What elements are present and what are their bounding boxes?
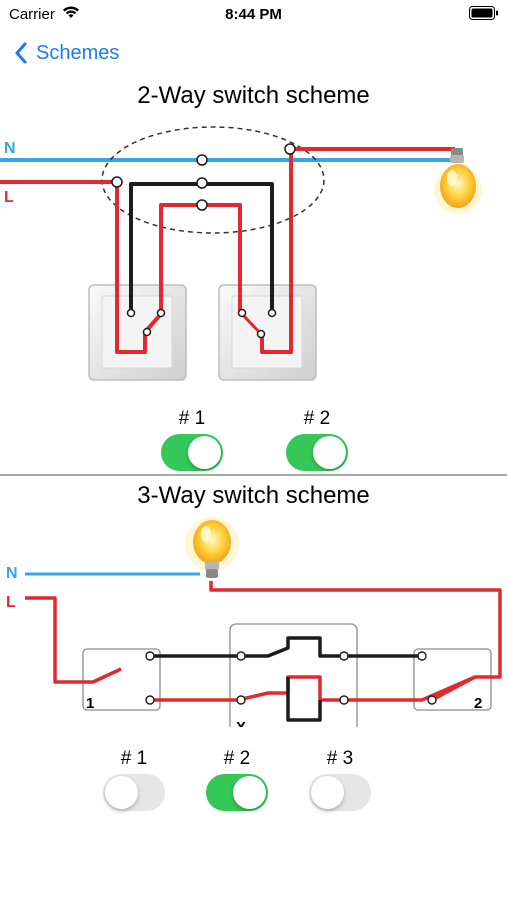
two-way-switch-1: [88, 284, 187, 381]
toggle-knob: [233, 776, 266, 809]
battery-icon: [469, 6, 498, 20]
two-way-title: 2-Way switch scheme: [137, 82, 370, 109]
neutral-label: N: [6, 565, 18, 582]
switch-label: # 3: [326, 748, 354, 769]
section-divider: [0, 474, 507, 476]
toggle-knob: [188, 436, 221, 469]
three-way-switch-2: [413, 648, 492, 711]
terminals: [145, 651, 437, 705]
switch-mark-x: X: [236, 719, 246, 727]
toggle-switch-1[interactable]: [103, 774, 165, 811]
intermediate-switch: [229, 623, 358, 727]
traveler-wire-black: [150, 636, 422, 658]
lightbulb-icon: [185, 517, 239, 578]
three-way-switch-1-control: # 1: [103, 748, 165, 811]
switch-2-lever: [431, 675, 476, 702]
live-label: L: [6, 594, 16, 611]
carrier-label: Carrier: [9, 6, 55, 23]
toggle-knob: [311, 776, 344, 809]
switch-mark-1: 1: [86, 695, 94, 712]
chevron-left-icon: [15, 42, 27, 64]
three-way-switch-2-control: # 2: [206, 748, 268, 811]
two-way-switch-1-control: # 1: [161, 408, 223, 471]
switch-mark-2: 2: [474, 695, 482, 712]
lamp-wire: [260, 147, 455, 354]
two-way-diagram: N L: [0, 126, 482, 381]
switch-label: # 1: [120, 748, 148, 769]
toggle-knob: [105, 776, 138, 809]
live-label: L: [4, 189, 14, 206]
back-button-label: Schemes: [36, 41, 120, 64]
toggle-switch-1[interactable]: [161, 434, 223, 471]
three-way-switch-3-control: # 3: [309, 748, 371, 811]
switch-label: # 1: [178, 408, 206, 429]
traveler-wire-red: [150, 581, 502, 702]
toggle-switch-2[interactable]: [206, 774, 268, 811]
three-way-title: 3-Way switch scheme: [137, 482, 370, 509]
toggle-knob: [313, 436, 346, 469]
three-way-diagram: N L 1 X 2: [6, 517, 502, 727]
lightbulb-icon: [434, 148, 482, 214]
two-way-switch-2-control: # 2: [286, 408, 348, 471]
status-bar: Carrier 8:44 PM: [0, 0, 507, 30]
wifi-icon: [63, 6, 79, 18]
switch-label: # 2: [223, 748, 251, 769]
back-button[interactable]: Schemes: [14, 38, 119, 68]
toggle-switch-3[interactable]: [309, 774, 371, 811]
three-way-switch-1: [82, 648, 161, 711]
navigation-bar: Schemes: [0, 38, 507, 68]
neutral-label: N: [4, 140, 16, 157]
switch-label: # 2: [303, 408, 331, 429]
toggle-switch-2[interactable]: [286, 434, 348, 471]
intermediate-inner-black: [286, 677, 322, 722]
two-way-switch-2: [218, 284, 317, 381]
live-wire: [25, 596, 122, 684]
status-time: 8:44 PM: [225, 6, 282, 23]
terminals: [111, 143, 296, 339]
